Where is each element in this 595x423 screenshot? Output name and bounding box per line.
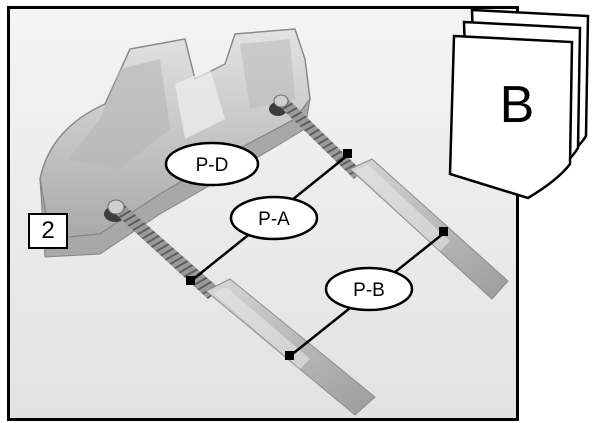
document-stack-icon: B xyxy=(448,8,590,200)
pipe-clip-bracket xyxy=(39,28,311,258)
callout-pd-label: P-D xyxy=(196,155,229,176)
screw-front xyxy=(107,199,220,299)
callout-pb-label: P-B xyxy=(353,280,385,301)
callout-pa-label: P-A xyxy=(258,209,290,230)
leader-dot xyxy=(285,351,294,360)
screw-back xyxy=(273,94,362,179)
leader-dot xyxy=(186,276,195,285)
step-number-badge: 2 xyxy=(28,213,68,249)
leader-dot xyxy=(439,227,448,236)
leader-dot xyxy=(343,149,352,158)
callout-pd: P-D xyxy=(164,141,260,187)
wall-plug-back xyxy=(349,158,509,300)
document-letter: B xyxy=(500,76,535,134)
callout-pb: P-B xyxy=(324,266,414,312)
photo-frame: P-D P-A P-B xyxy=(7,6,519,421)
callout-pa: P-A xyxy=(229,195,319,241)
wall-plug-front xyxy=(205,278,376,416)
hardware-photo: P-D P-A P-B xyxy=(10,9,516,418)
